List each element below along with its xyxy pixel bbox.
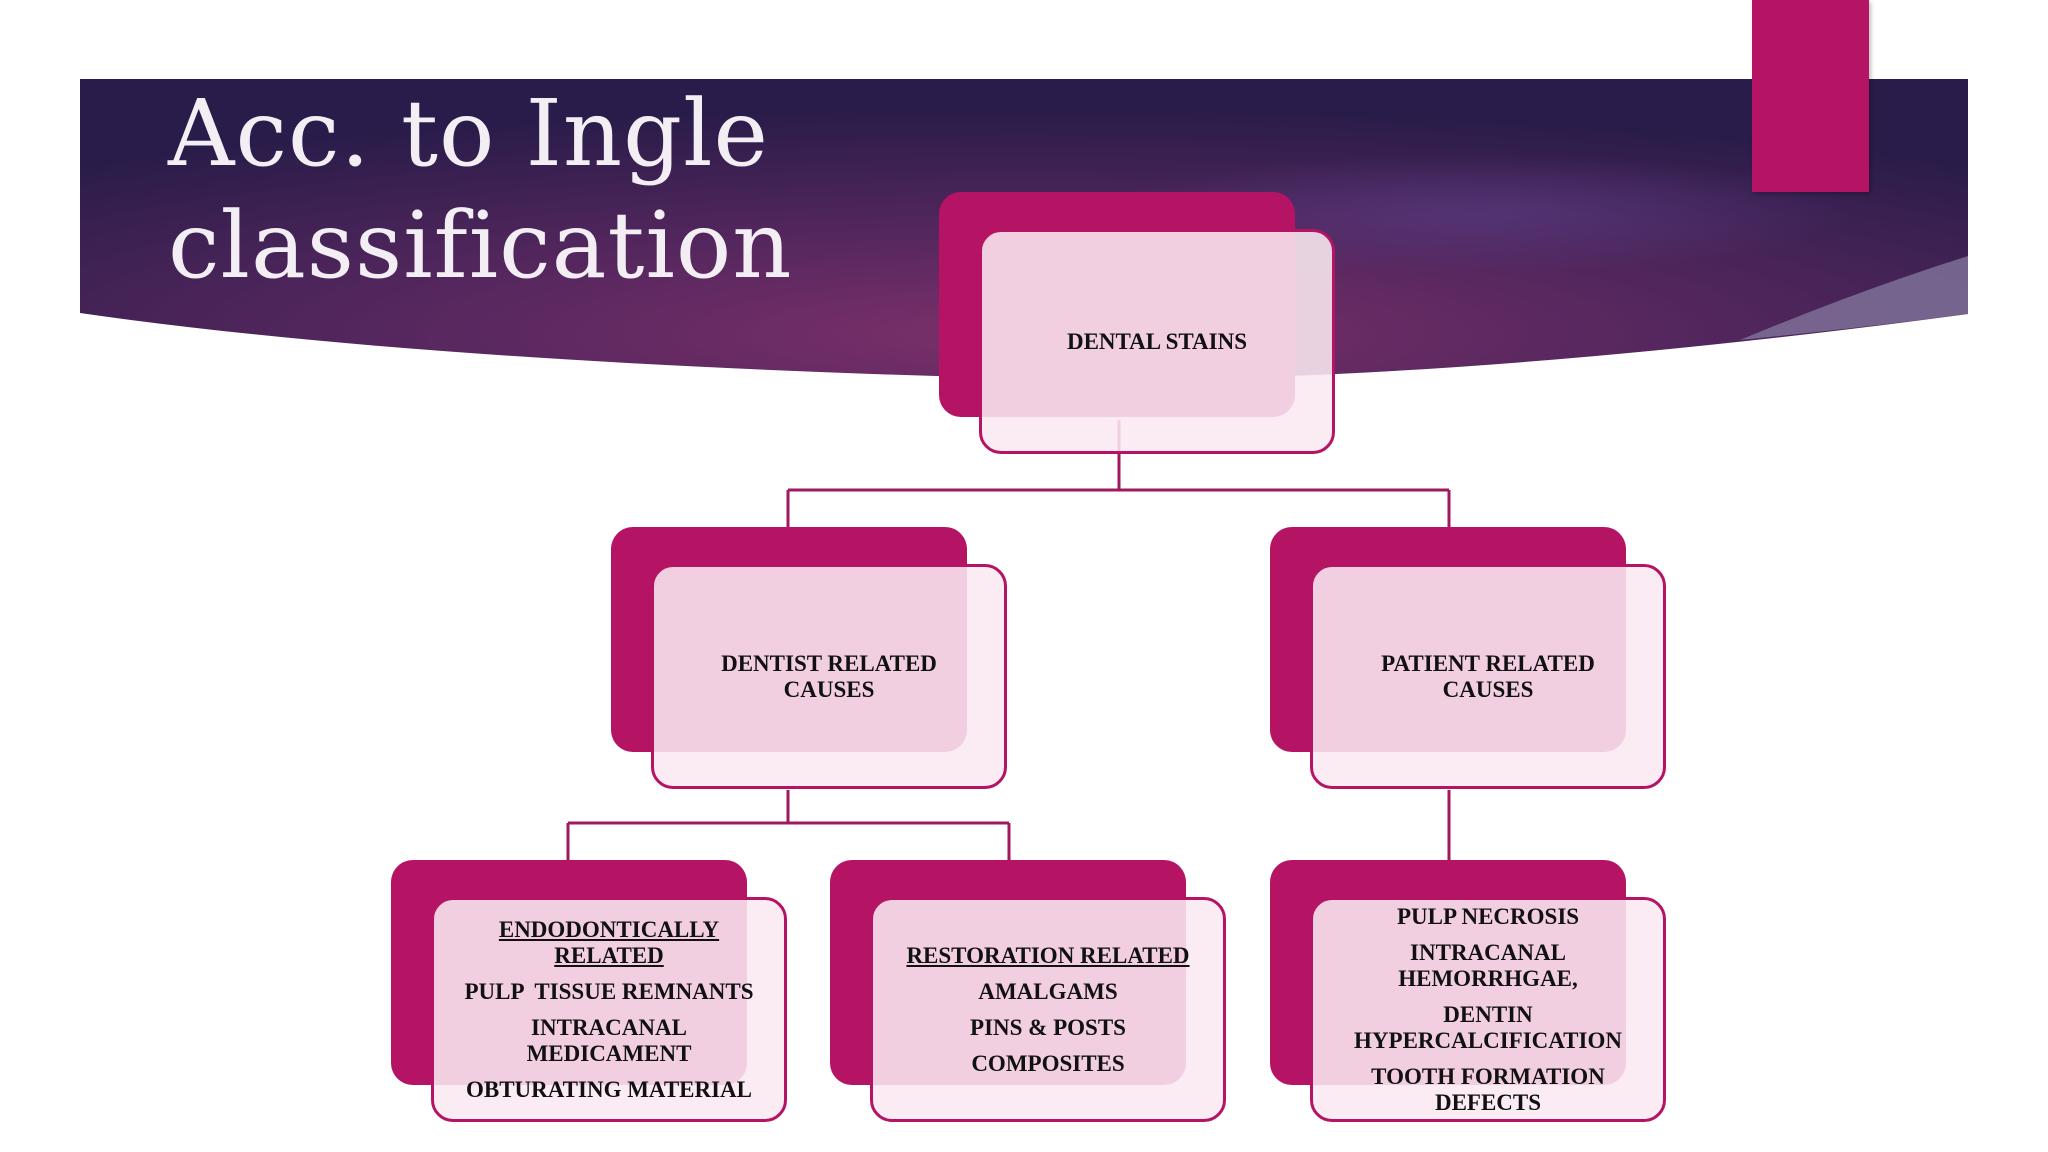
node-box: RESTORATION RELATED AMALGAMS PINS & POST… <box>870 897 1226 1122</box>
node-box: ENDODONTICALLY RELATED PULP TISSUE REMNA… <box>431 897 787 1122</box>
endo-item-medicament: MEDICAMENT <box>526 1040 692 1066</box>
restoration-item-composites: COMPOSITES <box>971 1050 1125 1076</box>
endo-heading-line-2: RELATED <box>554 942 664 968</box>
title-line-2: classification <box>168 192 793 299</box>
restoration-heading: RESTORATION RELATED <box>906 942 1190 968</box>
patient-item-intracanal: INTRACANAL <box>1410 939 1566 965</box>
patient-item-dentin: DENTIN <box>1443 1001 1533 1027</box>
endo-item-intracanal: INTRACANAL <box>531 1014 687 1040</box>
patient-item-pulp-necrosis: PULP NECROSIS <box>1396 903 1580 929</box>
endo-item-obturating: OBTURATING MATERIAL <box>465 1076 753 1102</box>
patient-item-hypercalcification: HYPERCALCIFICATION <box>1354 1027 1622 1053</box>
restoration-item-pins-posts: PINS & POSTS <box>970 1014 1126 1040</box>
node-box: DENTIST RELATED CAUSES <box>651 564 1007 789</box>
node-box: DENTAL STAINS <box>979 229 1335 454</box>
endo-item-pulp-tissue: PULP TISSUE REMNANTS <box>464 978 754 1004</box>
node-box: PATIENT RELATED CAUSES <box>1310 564 1666 789</box>
patient-item-defects: DEFECTS <box>1434 1089 1542 1115</box>
node-label-line-2: CAUSES <box>1442 676 1534 702</box>
node-label-line-1: PATIENT RELATED <box>1381 650 1595 676</box>
title-line-1: Acc. to Ingle <box>168 80 769 187</box>
slide-title: Acc. to Ingle classification <box>168 78 793 302</box>
patient-item-hemorrhage: HEMORRHGAE, <box>1398 965 1578 991</box>
node-label-line-2: CAUSES <box>783 676 875 702</box>
node-box: PULP NECROSIS INTRACANAL HEMORRHGAE, DEN… <box>1310 897 1666 1122</box>
accent-tab <box>1752 0 1869 192</box>
node-label-dental-stains: DENTAL STAINS <box>1066 328 1247 354</box>
endo-heading-line-1: ENDODONTICALLY <box>498 916 720 942</box>
node-label-line-1: DENTIST RELATED <box>721 650 937 676</box>
patient-item-tooth-formation: TOOTH FORMATION <box>1371 1063 1605 1089</box>
restoration-item-amalgams: AMALGAMS <box>978 978 1118 1004</box>
